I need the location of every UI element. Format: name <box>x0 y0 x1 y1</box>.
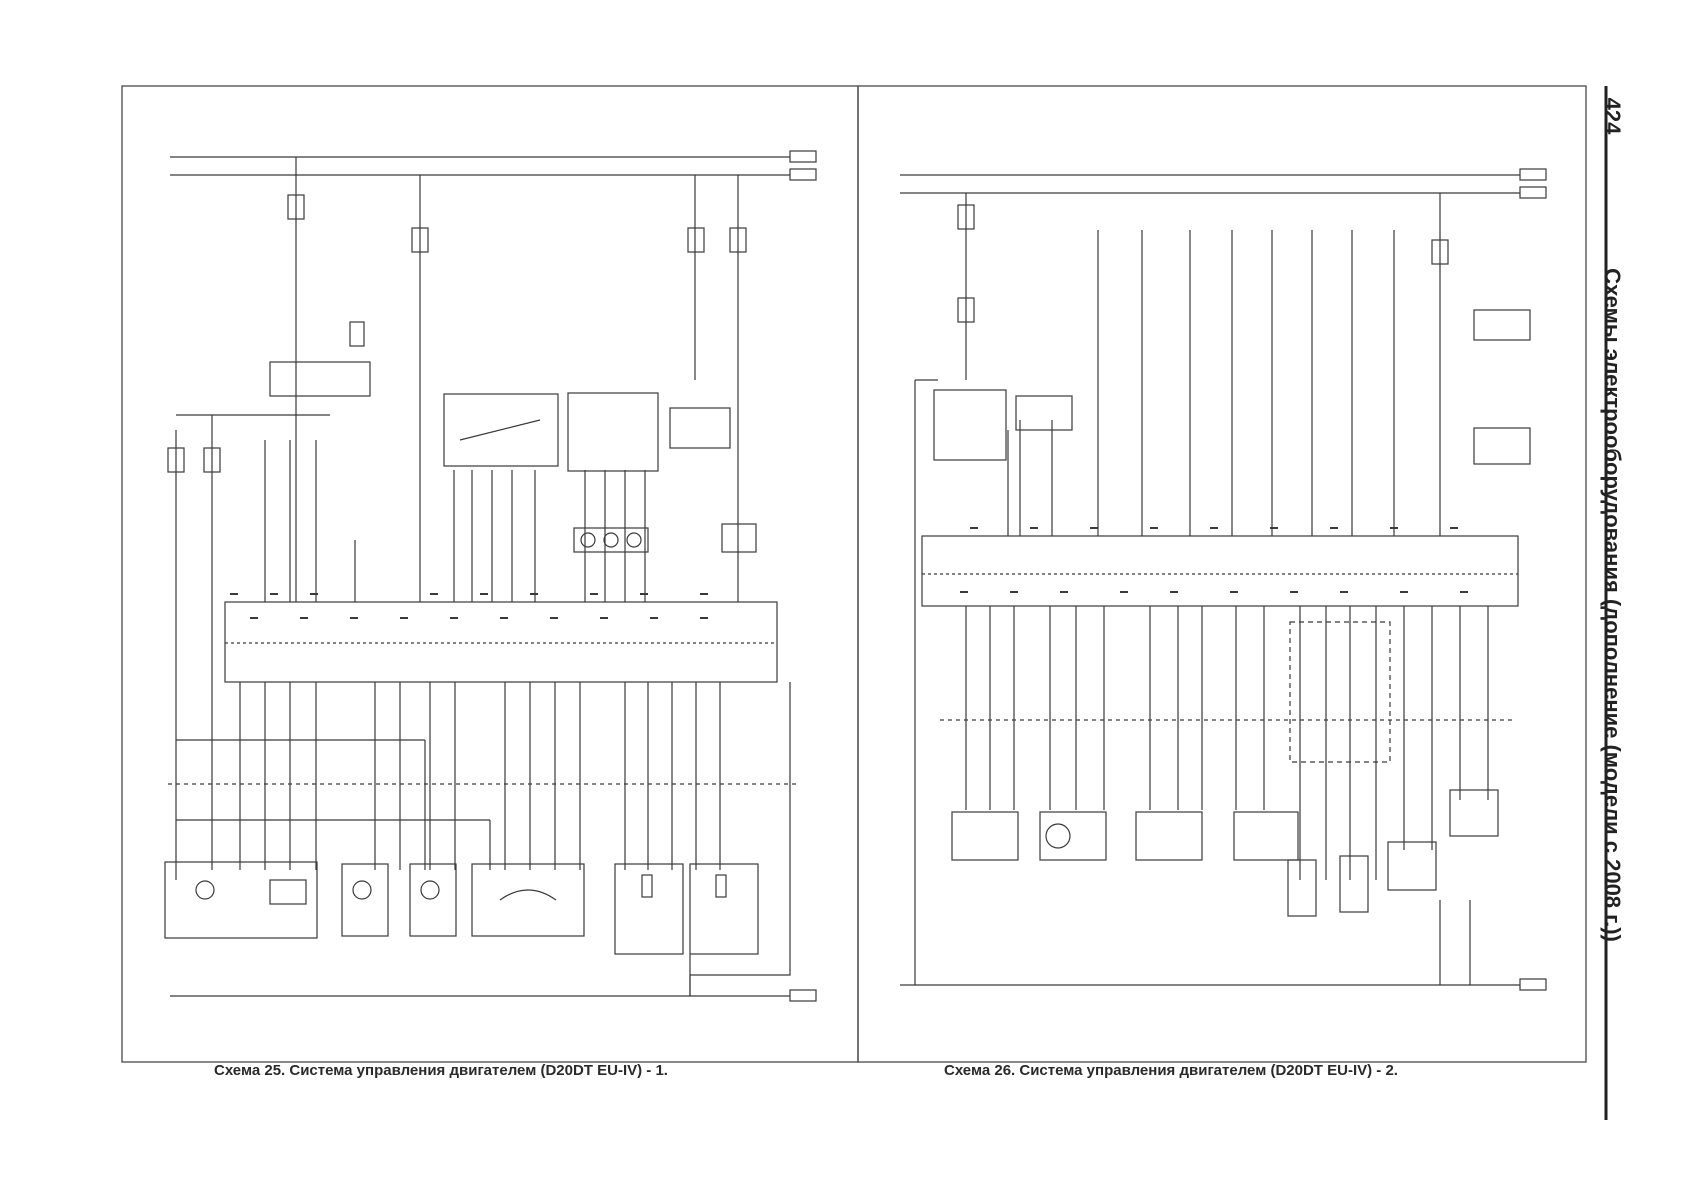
caption-scheme-26: Схема 26. Система управления двигателем … <box>944 1062 1398 1079</box>
scheme-25 <box>164 150 817 1002</box>
caption-scheme-25: Схема 25. Система управления двигателем … <box>214 1062 668 1079</box>
right-diagram-frame <box>857 85 1587 1063</box>
ecu-block-left <box>224 601 778 683</box>
ecu-block-right <box>921 535 1519 607</box>
left-diagram-frame <box>121 85 859 1063</box>
chapter-side-title: Схемы электрооборудования (дополнение (м… <box>1600 268 1625 942</box>
scheme-26 <box>900 168 1547 991</box>
page-number: 424 <box>1600 97 1625 135</box>
